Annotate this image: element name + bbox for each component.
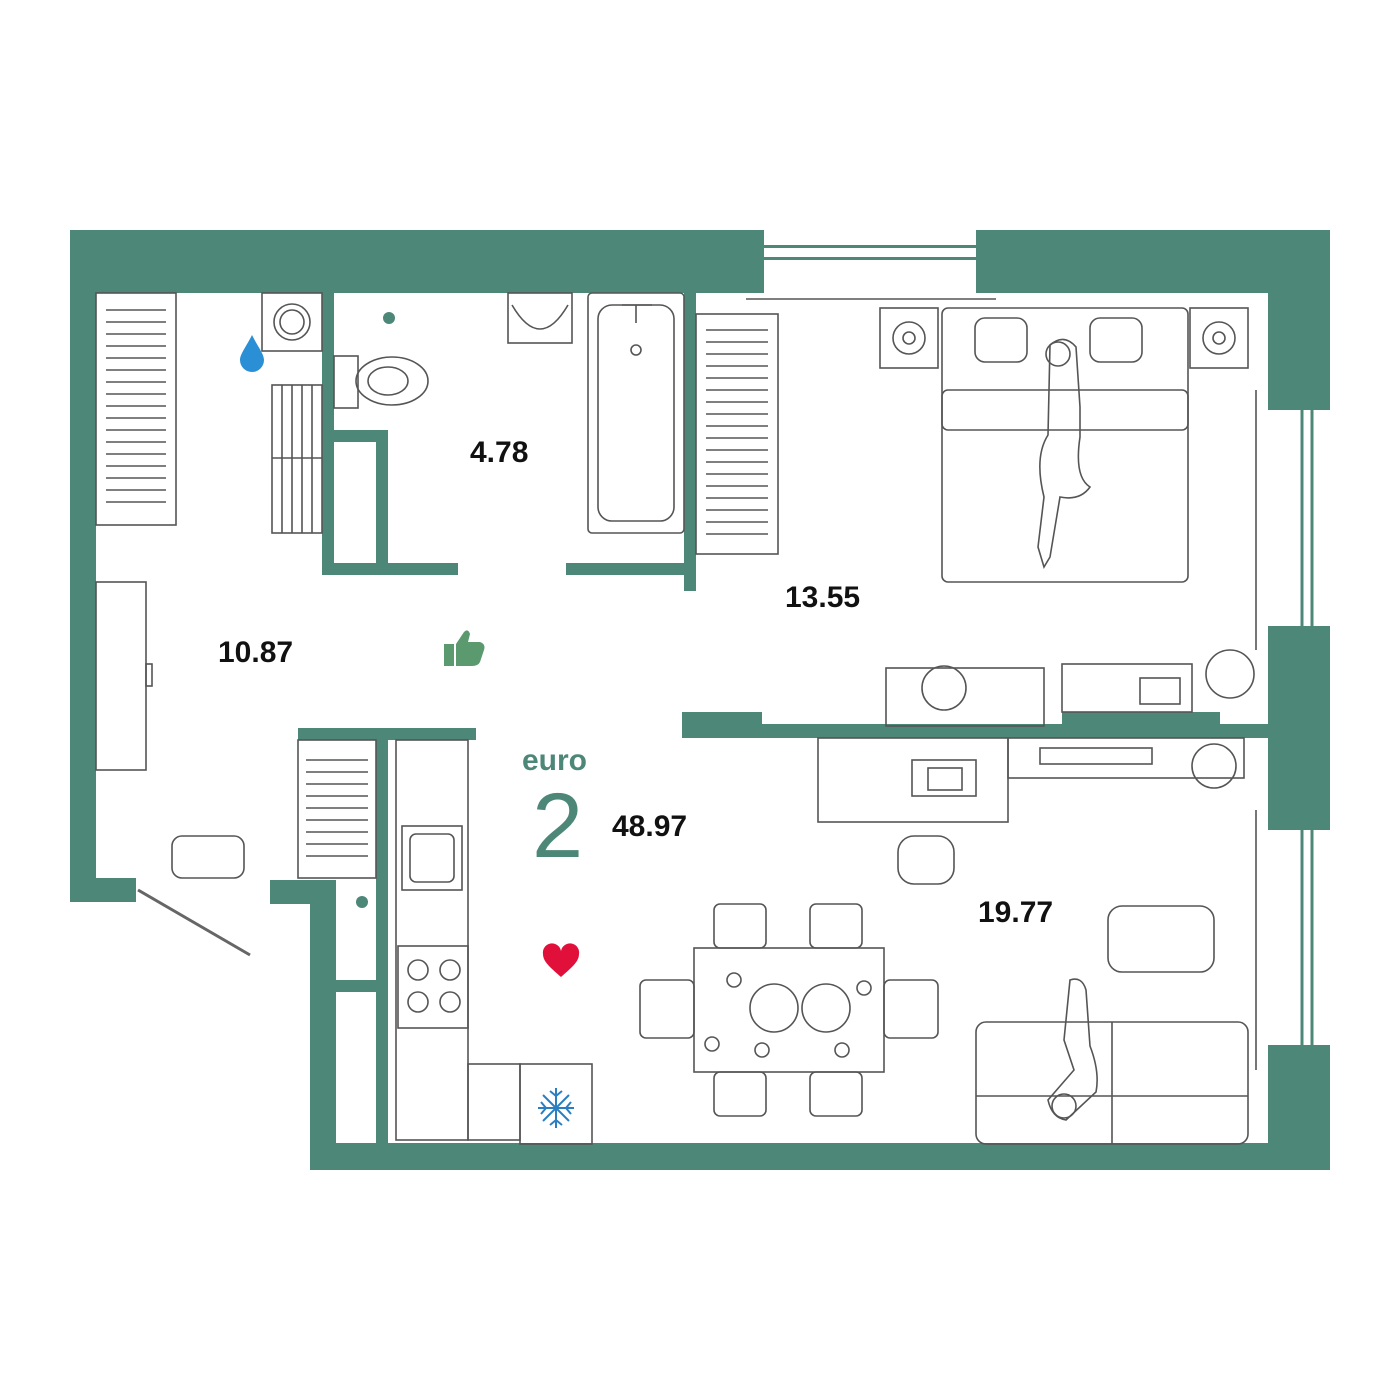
total-area-label: 48.97	[612, 810, 688, 843]
wardrobe-hangers	[106, 309, 166, 503]
thumbs-up-icon	[444, 630, 485, 666]
water-drop-icon	[240, 335, 264, 372]
living-kitchen-area-label: 19.77	[978, 896, 1054, 929]
bathroom-area-label: 4.78	[470, 436, 529, 469]
heart-icon	[542, 943, 580, 977]
bedroom-area-label: 13.55	[785, 581, 861, 614]
rooms-count-label: 2	[532, 775, 584, 877]
windows	[1300, 410, 1314, 1045]
bathroom-marker-dot	[383, 312, 395, 324]
entrance-door	[137, 888, 251, 957]
kitchen-marker-dot	[356, 896, 368, 908]
hallway-area-label: 10.87	[218, 636, 294, 669]
snowflake-icon	[538, 1088, 574, 1128]
apartment-type-label: euro	[522, 744, 588, 777]
walls	[70, 230, 1330, 1170]
furniture	[95, 292, 1257, 1145]
